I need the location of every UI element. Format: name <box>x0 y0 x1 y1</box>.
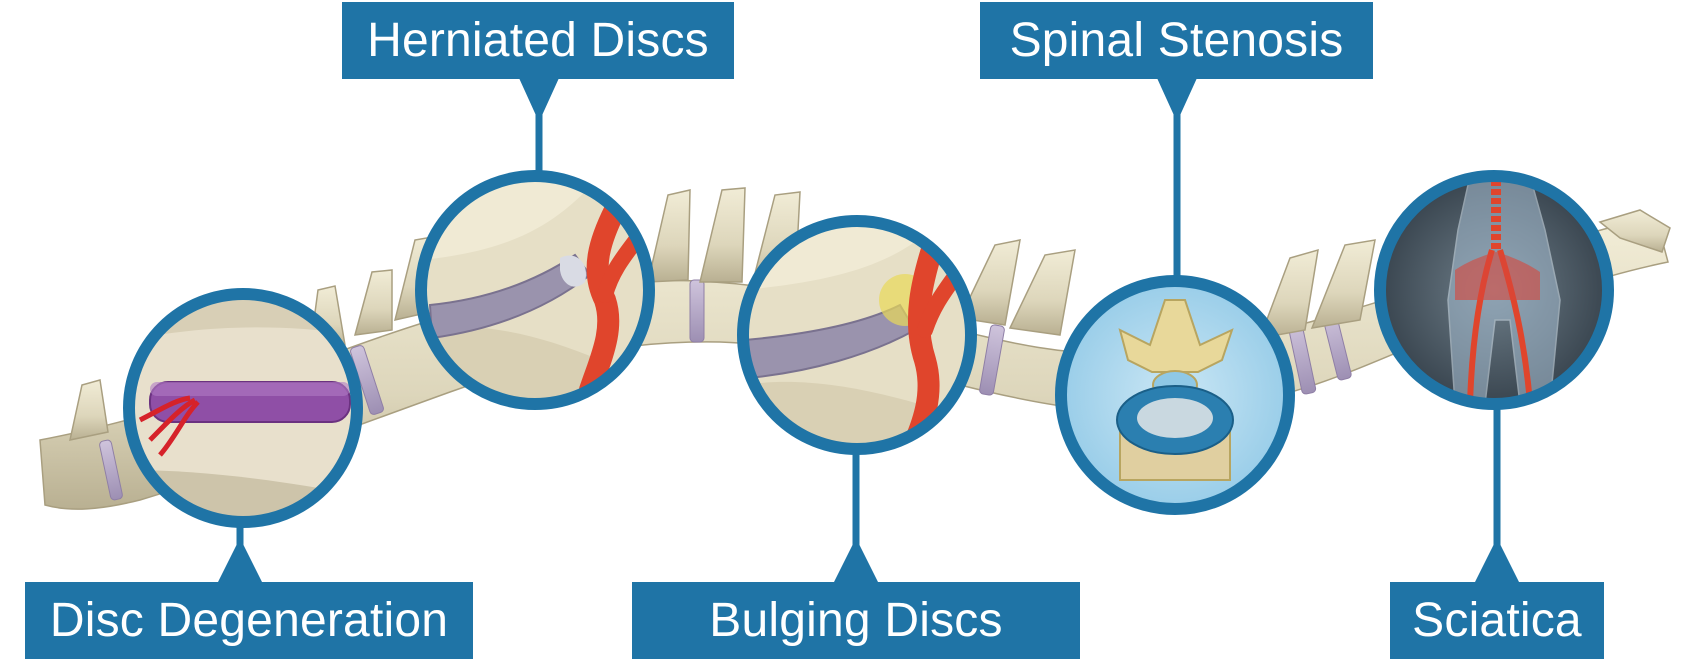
label-herniated-discs: Herniated Discs <box>342 2 734 79</box>
callout-sciatica <box>1374 170 1614 410</box>
pointer-herniated <box>519 78 559 122</box>
callout-disc-degeneration <box>123 288 363 528</box>
vertebra-top-view <box>1118 299 1234 373</box>
coccyx-tip <box>1598 209 1671 253</box>
label-bulging-discs: Bulging Discs <box>632 582 1080 659</box>
nerve-root <box>138 395 200 457</box>
pointer-bulging <box>834 538 878 582</box>
callout-bulging-discs <box>737 215 977 455</box>
spinous-process <box>353 269 393 336</box>
spinous-process <box>1008 249 1076 336</box>
spinous-process <box>699 187 746 283</box>
spinous-process <box>958 239 1021 326</box>
pointer-sciatica <box>1475 538 1519 582</box>
spinous-process <box>647 189 691 283</box>
spine-illustration <box>39 187 1671 510</box>
pointer-degeneration <box>218 538 262 582</box>
spinous-process <box>69 379 109 441</box>
pointer-stenosis <box>1157 78 1197 122</box>
disc-segment <box>689 279 705 343</box>
label-spinal-stenosis: Spinal Stenosis <box>980 2 1373 79</box>
label-sciatica: Sciatica <box>1390 582 1604 659</box>
callout-herniated-discs <box>415 170 655 410</box>
spinous-process <box>1258 248 1319 339</box>
disc-segment <box>979 324 1005 396</box>
label-disc-degeneration: Disc Degeneration <box>25 582 473 659</box>
connectors <box>218 78 1519 582</box>
disc-segment <box>350 345 384 415</box>
disc-segment <box>99 439 123 501</box>
spinous-process <box>1310 239 1376 329</box>
callout-spinal-stenosis <box>1055 275 1295 515</box>
